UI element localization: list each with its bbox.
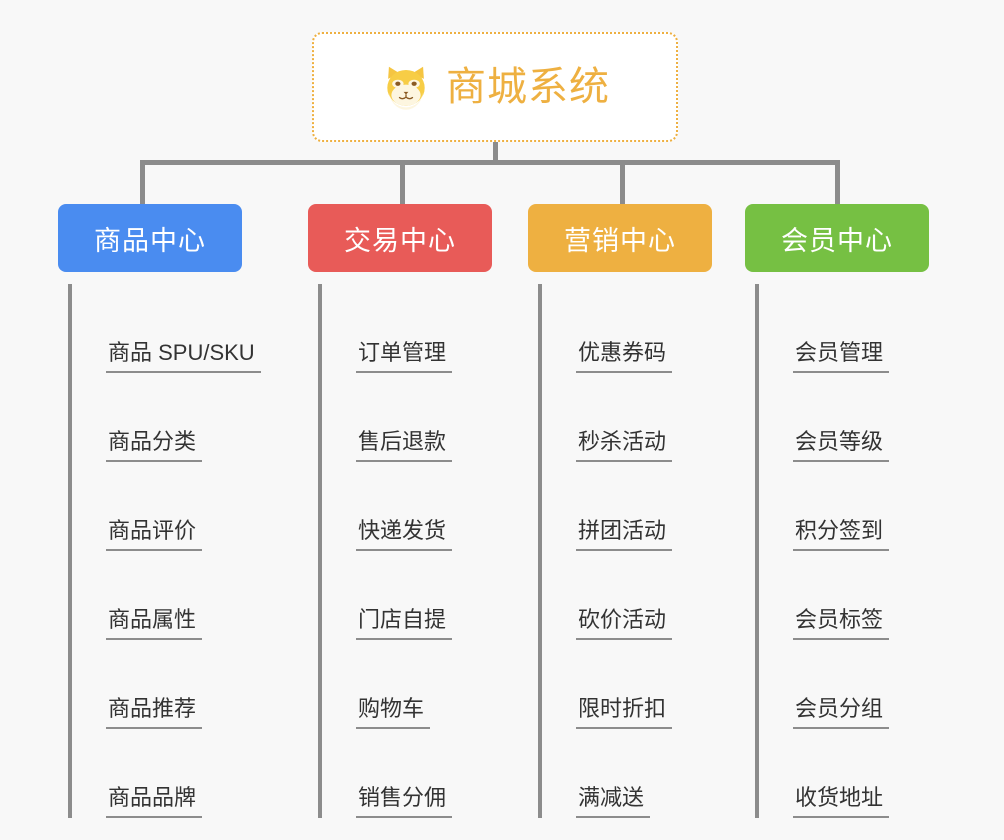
list-item[interactable]: 商品分类 xyxy=(106,373,242,462)
list-item[interactable]: 商品 SPU/SKU xyxy=(106,284,261,373)
list-item-label: 销售分佣 xyxy=(356,786,453,818)
list-item-label: 砍价活动 xyxy=(576,608,673,640)
list-item[interactable]: 优惠券码 xyxy=(576,284,712,373)
category-header-label: 商品中心 xyxy=(94,225,206,256)
list-item[interactable]: 商品属性 xyxy=(106,551,242,640)
list-item-label: 门店自提 xyxy=(356,608,453,640)
category-header-4[interactable]: 会员中心 xyxy=(745,204,929,272)
connector-drop-1 xyxy=(140,160,145,204)
list-item-label: 订单管理 xyxy=(356,341,453,373)
list-item-label: 商品推荐 xyxy=(106,697,203,729)
connector-drop-3 xyxy=(620,160,625,204)
connector-root-stem xyxy=(493,142,498,162)
category-column-3: 营销中心 优惠券码 秒杀活动 拼团活动 砍价活动 限时折扣 满减送 xyxy=(528,204,712,818)
list-item-label: 商品评价 xyxy=(106,519,203,551)
list-item-label: 满减送 xyxy=(576,786,651,818)
connector-drop-4 xyxy=(835,160,840,204)
category-items-2: 订单管理 售后退款 快递发货 门店自提 购物车 销售分佣 xyxy=(318,284,492,818)
list-item-label: 商品 SPU/SKU xyxy=(106,341,261,373)
list-item[interactable]: 商品品牌 xyxy=(106,729,242,818)
list-item[interactable]: 积分签到 xyxy=(793,462,929,551)
list-item-label: 购物车 xyxy=(356,697,431,729)
list-item[interactable]: 秒杀活动 xyxy=(576,373,712,462)
category-items-4: 会员管理 会员等级 积分签到 会员标签 会员分组 收货地址 xyxy=(755,284,929,818)
category-header-label: 会员中心 xyxy=(781,225,893,256)
list-item[interactable]: 快递发货 xyxy=(356,462,492,551)
category-column-1: 商品中心 商品 SPU/SKU 商品分类 商品评价 商品属性 商品推荐 商品品牌 xyxy=(58,204,261,818)
list-item-label: 积分签到 xyxy=(793,519,890,551)
root-node-mall-system[interactable]: 商城系统 xyxy=(312,32,678,142)
list-item-label: 会员标签 xyxy=(793,608,890,640)
list-item[interactable]: 砍价活动 xyxy=(576,551,712,640)
list-item[interactable]: 会员等级 xyxy=(793,373,929,462)
list-item-label: 商品属性 xyxy=(106,608,203,640)
list-item-label: 拼团活动 xyxy=(576,519,673,551)
category-column-2: 交易中心 订单管理 售后退款 快递发货 门店自提 购物车 销售分佣 xyxy=(308,204,492,818)
list-item[interactable]: 拼团活动 xyxy=(576,462,712,551)
category-header-2[interactable]: 交易中心 xyxy=(308,204,492,272)
list-item[interactable]: 会员标签 xyxy=(793,551,929,640)
list-item[interactable]: 收货地址 xyxy=(793,729,929,818)
list-item-label: 会员等级 xyxy=(793,430,890,462)
list-item[interactable]: 商品推荐 xyxy=(106,640,242,729)
list-item-label: 秒杀活动 xyxy=(576,430,673,462)
list-item[interactable]: 限时折扣 xyxy=(576,640,712,729)
list-item-label: 商品分类 xyxy=(106,430,203,462)
category-header-1[interactable]: 商品中心 xyxy=(58,204,242,272)
connector-drop-2 xyxy=(400,160,405,204)
shiba-dog-face-icon xyxy=(387,66,425,110)
list-item[interactable]: 订单管理 xyxy=(356,284,492,373)
list-item-label: 快递发货 xyxy=(356,519,453,551)
category-column-4: 会员中心 会员管理 会员等级 积分签到 会员标签 会员分组 收货地址 xyxy=(745,204,929,818)
root-node-title: 商城系统 xyxy=(446,65,610,109)
list-item[interactable]: 商品评价 xyxy=(106,462,242,551)
list-item-label: 商品品牌 xyxy=(106,786,203,818)
list-item[interactable]: 销售分佣 xyxy=(356,729,492,818)
list-item-label: 售后退款 xyxy=(356,430,453,462)
category-items-3: 优惠券码 秒杀活动 拼团活动 砍价活动 限时折扣 满减送 xyxy=(538,284,712,818)
list-item[interactable]: 会员管理 xyxy=(793,284,929,373)
list-item[interactable]: 门店自提 xyxy=(356,551,492,640)
list-item-label: 收货地址 xyxy=(793,786,890,818)
category-header-label: 交易中心 xyxy=(344,225,456,256)
category-items-1: 商品 SPU/SKU 商品分类 商品评价 商品属性 商品推荐 商品品牌 xyxy=(68,284,261,818)
list-item[interactable]: 满减送 xyxy=(576,729,712,818)
list-item[interactable]: 会员分组 xyxy=(793,640,929,729)
list-item[interactable]: 售后退款 xyxy=(356,373,492,462)
category-header-label: 营销中心 xyxy=(564,225,676,256)
list-item-label: 会员分组 xyxy=(793,697,890,729)
list-item-label: 会员管理 xyxy=(793,341,890,373)
list-item[interactable]: 购物车 xyxy=(356,640,492,729)
connector-horizontal-bus xyxy=(140,160,840,165)
list-item-label: 限时折扣 xyxy=(576,697,673,729)
list-item-label: 优惠券码 xyxy=(576,341,673,373)
category-header-3[interactable]: 营销中心 xyxy=(528,204,712,272)
